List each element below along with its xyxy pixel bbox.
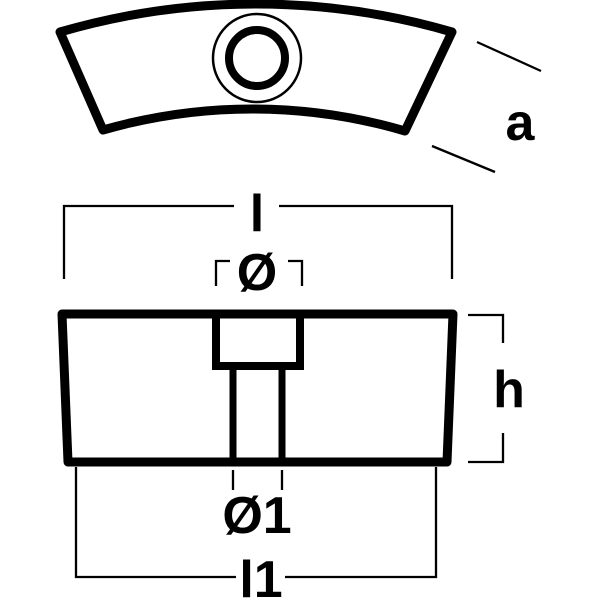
height-label: h bbox=[493, 361, 525, 419]
counterbore-pocket bbox=[212, 312, 304, 370]
hole-circle bbox=[225, 26, 289, 90]
angle-label: a bbox=[506, 94, 536, 152]
angle-leader-lower bbox=[431, 144, 496, 174]
counterbore-diameter-label: Ø bbox=[237, 244, 277, 302]
angle-leader-upper bbox=[476, 40, 542, 73]
dim-hole-ticks bbox=[231, 470, 284, 490]
hole-diameter-label: Ø1 bbox=[222, 487, 291, 545]
dim-bottom-length-line bbox=[74, 467, 438, 579]
top-view: a bbox=[55, 0, 542, 174]
hole-walls bbox=[229, 366, 286, 460]
dim-height-line bbox=[468, 313, 505, 464]
bottom-length-label: l1 bbox=[239, 551, 282, 600]
dim-top-length-line bbox=[62, 204, 454, 279]
block-outline bbox=[57, 309, 458, 467]
arc-segment-outline bbox=[55, 0, 457, 136]
front-view: l Ø h Ø1 l1 bbox=[57, 185, 525, 600]
top-length-label: l bbox=[250, 185, 264, 243]
counterbore-circle bbox=[211, 12, 303, 104]
dim-counterbore-brackets bbox=[214, 259, 304, 286]
